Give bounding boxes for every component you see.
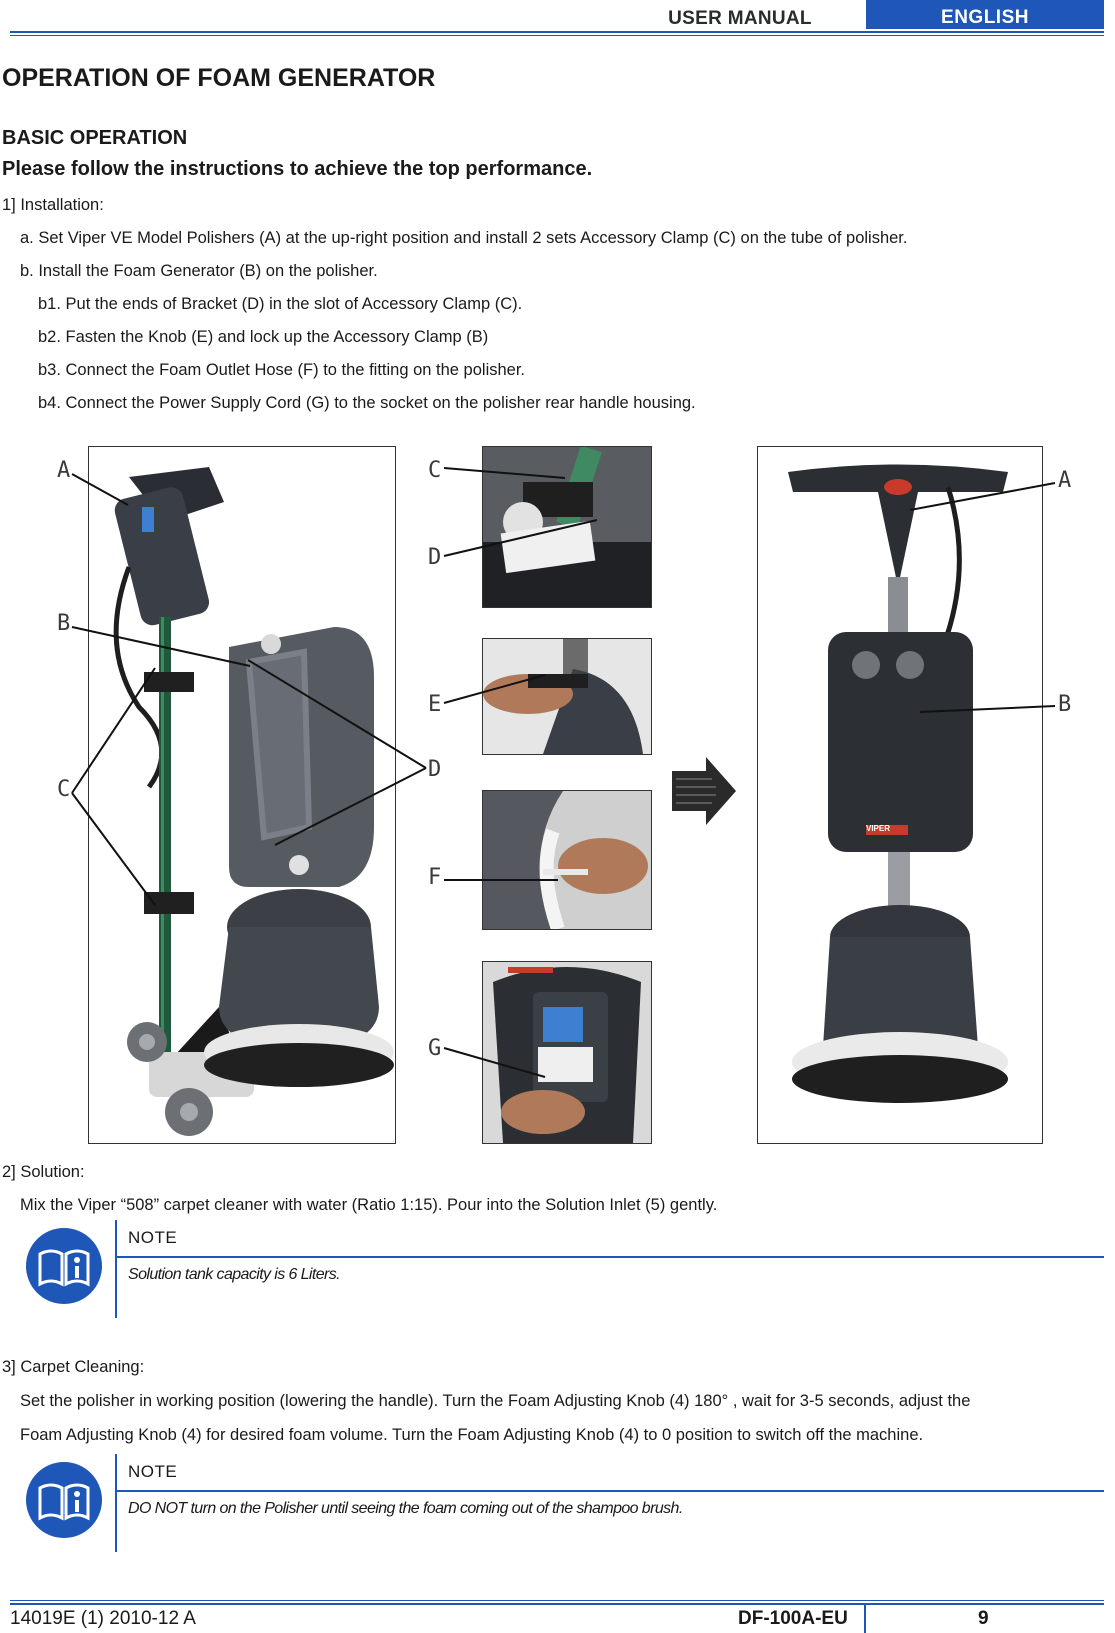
step-b3: b3. Connect the Foam Outlet Hose (F) to … [38,361,526,379]
note-text: Solution tank capacity is 6 Liters. [128,1266,341,1283]
model-number: DF-100A-EU [738,1608,848,1629]
step-a: a. Set Viper VE Model Polishers (A) at t… [20,229,908,247]
carpet-text-2: Foam Adjusting Knob (4) for desired foam… [20,1426,924,1444]
section-subheading: Please follow the instructions to achiev… [2,158,593,180]
installation-label: 1] Installation: [2,196,104,214]
photo-detail-hose [482,790,652,930]
note-divider-vertical [115,1454,117,1552]
label-c-mid: C [428,458,442,483]
carpet-label: 3] Carpet Cleaning: [2,1358,145,1376]
header-rule-thin [10,35,1104,36]
footer-rule [10,1603,1104,1605]
label-e-mid: E [428,692,442,717]
knob-detail-illustration [483,639,651,754]
polisher-front-illustration [788,464,1008,1103]
note-heading: NOTE [128,1462,178,1481]
info-book-icon [26,1462,102,1538]
page-number: 9 [978,1608,989,1629]
hose-detail-illustration [483,791,651,929]
step-b1: b1. Put the ends of Bracket (D) in the s… [38,295,523,313]
photo-polisher-side: A [88,446,396,1144]
carpet-text-1: Set the polisher in working position (lo… [20,1392,971,1410]
right-arrow-icon [672,757,736,825]
note-divider [115,1256,1104,1258]
language-tab: ENGLISH [866,0,1104,29]
label-a-right: A [1058,468,1072,493]
label-c-left: C [57,777,71,802]
doc-code: 14019E (1) 2010-12 A [10,1608,196,1629]
footer-separator [864,1605,866,1633]
label-b-right: B [1058,692,1072,717]
cord-detail-illustration [483,962,651,1143]
photo-polisher-front: VIPER [757,446,1043,1144]
footer-rule-thin [10,1600,1104,1601]
polisher-side-illustration [113,467,394,1136]
step-b: b. Install the Foam Generator (B) on the… [20,262,378,280]
label-d-mid: D [428,545,442,570]
label-d-mid-2: D [428,757,442,782]
header-rule [10,31,1104,33]
photo-detail-knob [482,638,652,755]
label-f-mid: F [428,865,442,890]
note-heading: NOTE [128,1228,178,1247]
note-divider [115,1490,1104,1492]
viper-logo: VIPER [866,824,891,833]
manual-label: USER MANUAL [668,8,812,29]
step-b4: b4. Connect the Power Supply Cord (G) to… [38,394,696,412]
solution-text: Mix the Viper “508” carpet cleaner with … [20,1196,718,1214]
step-b2: b2. Fasten the Knob (E) and lock up the … [38,328,489,346]
page-title: OPERATION OF FOAM GENERATOR [2,64,436,92]
note-text: DO NOT turn on the Polisher until seeing… [128,1500,683,1517]
note-divider-vertical [115,1220,117,1318]
label-a-left: A [57,458,71,483]
label-g-mid: G [428,1036,442,1061]
solution-label: 2] Solution: [2,1163,85,1181]
label-b-left: B [57,611,71,636]
section-heading: BASIC OPERATION [2,127,188,149]
info-book-icon [26,1228,102,1304]
photo-detail-cord [482,961,652,1144]
